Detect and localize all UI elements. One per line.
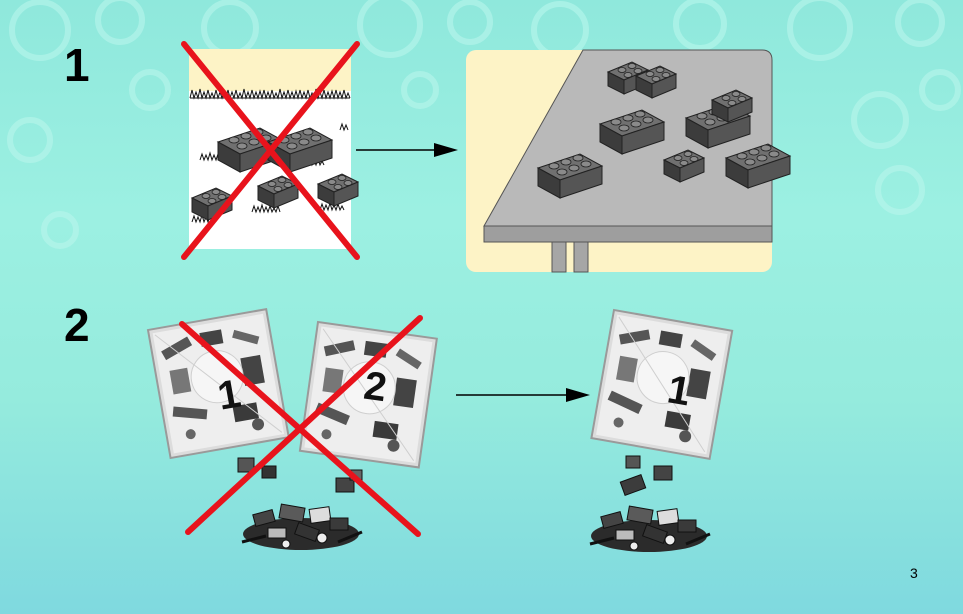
brick-pile xyxy=(240,502,364,552)
step-number: 2 xyxy=(64,299,90,351)
do-not-icon xyxy=(179,315,423,537)
brick xyxy=(261,465,277,479)
brick xyxy=(237,457,255,473)
table-leg xyxy=(551,241,567,273)
do-not-icon xyxy=(181,41,360,260)
page-number: 3 xyxy=(910,565,918,581)
brick xyxy=(653,465,673,481)
brick xyxy=(619,474,647,496)
table-edge xyxy=(483,225,773,243)
correct-panel-one-bag xyxy=(588,309,734,554)
arrow-right-icon xyxy=(356,143,458,157)
brick xyxy=(335,477,355,493)
step-number: 1 xyxy=(64,39,90,91)
brick-pile xyxy=(588,504,712,554)
table-leg xyxy=(573,241,589,273)
parts-bag xyxy=(590,309,734,460)
correct-panel-table xyxy=(466,49,791,273)
brick xyxy=(625,455,641,469)
arrow-right-icon xyxy=(456,388,590,402)
